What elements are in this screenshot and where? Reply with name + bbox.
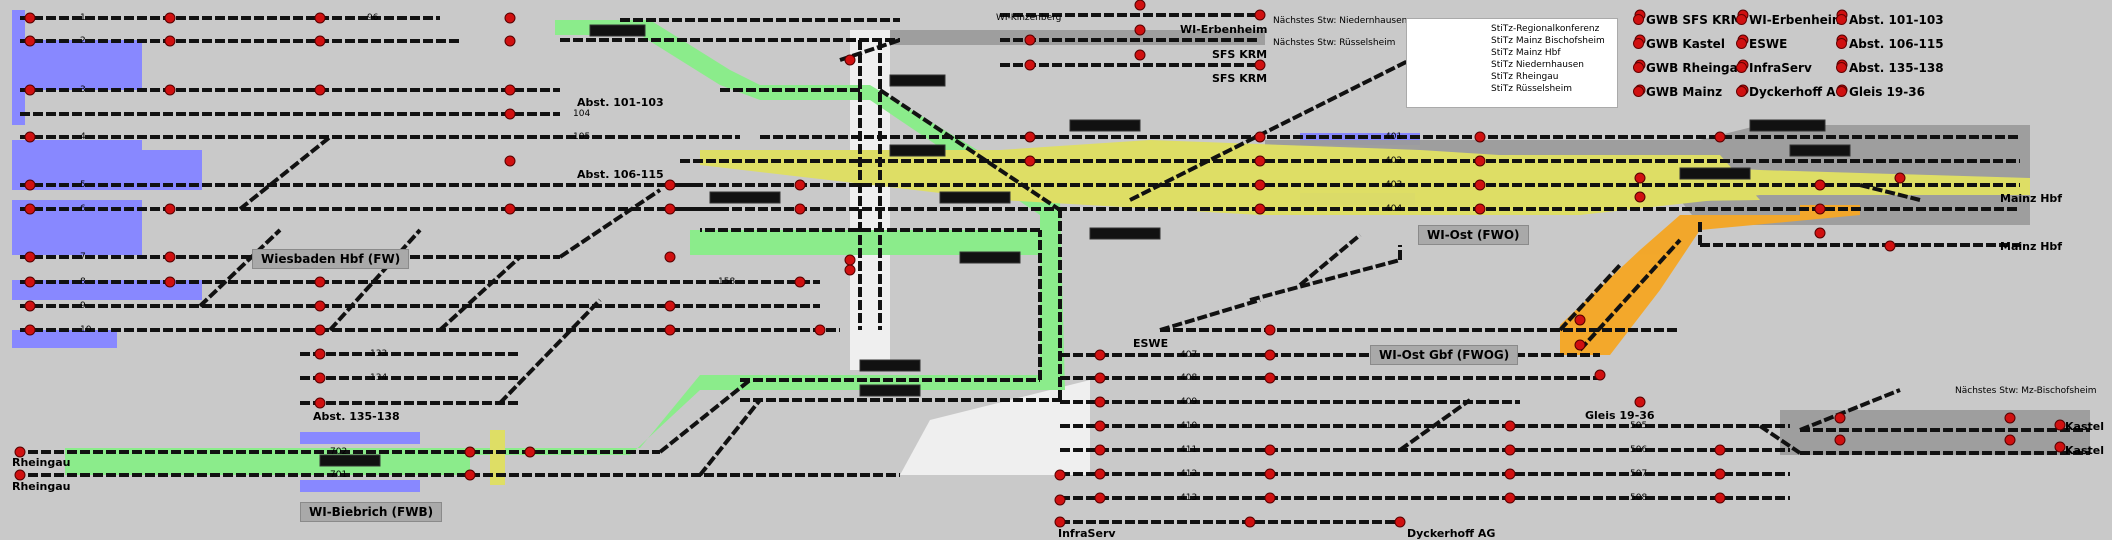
legend-item: StiTz Niedernhausen bbox=[1491, 60, 1584, 70]
gwb-kastel-button[interactable]: GWB Kastel bbox=[1646, 37, 1725, 51]
track-number: 410 bbox=[1180, 421, 1198, 431]
gwb-mainz-button[interactable]: GWB Mainz bbox=[1646, 85, 1723, 99]
track-number: 702 bbox=[330, 447, 348, 457]
gleis-19-36-button[interactable]: Gleis 19-36 bbox=[1849, 85, 1925, 99]
signal-icon bbox=[1736, 62, 1747, 73]
track-number: 411 bbox=[1180, 445, 1198, 455]
signal-icon bbox=[1633, 14, 1644, 25]
dyckerhoff-button[interactable]: Dyckerhoff AG bbox=[1749, 85, 1846, 99]
abst-106-115-button[interactable]: Abst. 106-115 bbox=[1849, 37, 1944, 51]
abst-135-138-label: Abst. 135-138 bbox=[313, 410, 400, 423]
infraserv-button[interactable]: InfraServ bbox=[1749, 61, 1812, 75]
kastel-label: Kastel bbox=[2065, 444, 2104, 457]
track-number: 10 bbox=[80, 325, 92, 335]
track-number: 3 bbox=[80, 85, 86, 95]
track-number: 409 bbox=[1180, 397, 1198, 407]
track-number: 506 bbox=[1630, 445, 1648, 455]
legend-item: StiTz Rüsselsheim bbox=[1491, 84, 1572, 94]
legend-panel: StiTz-Regionalkonferenz StiTz Mainz Bisc… bbox=[1406, 18, 1618, 108]
eswe-label: ESWE bbox=[1133, 337, 1169, 350]
sfs-krm-label: SFS KRM bbox=[1212, 72, 1268, 85]
signal-icon bbox=[1633, 86, 1644, 97]
abst-101-103-label: Abst. 101-103 bbox=[577, 96, 664, 109]
abst-135-138-button[interactable]: Abst. 135-138 bbox=[1849, 61, 1944, 75]
track-number: 402 bbox=[1385, 156, 1403, 166]
next-station-mz-bischofsheim: Nächstes Stw: Mz-Bischofsheim bbox=[1955, 386, 2097, 396]
track-number: 413 bbox=[1180, 493, 1198, 503]
track-number: 508 bbox=[1630, 493, 1648, 503]
track-number: 701 bbox=[330, 470, 348, 480]
signal-icon bbox=[1836, 38, 1847, 49]
track-lines bbox=[15, 13, 2090, 524]
track-number: 7 bbox=[80, 252, 86, 262]
legend-item: StiTz Mainz Hbf bbox=[1491, 48, 1561, 58]
dyckerhoff-label: Dyckerhoff AG bbox=[1407, 527, 1496, 540]
track-number: 6 bbox=[80, 204, 86, 214]
track-number: 4 bbox=[80, 132, 86, 142]
abst-101-103-button[interactable]: Abst. 101-103 bbox=[1849, 13, 1944, 27]
infraserv-label: InfraServ bbox=[1058, 527, 1116, 540]
station-wi-ost: WI-Ost (FWO) bbox=[1418, 225, 1529, 245]
track-number: 507 bbox=[1630, 469, 1648, 479]
track-number: 104 bbox=[573, 109, 591, 119]
wi-kinzenberg-label: WI-Kinzenberg bbox=[996, 13, 1062, 23]
gwb-sfs-krm-button[interactable]: GWB SFS KRM bbox=[1646, 13, 1743, 27]
abst-106-115-label: Abst. 106-115 bbox=[577, 168, 664, 181]
signal-icon bbox=[1736, 38, 1747, 49]
signal-icon bbox=[1736, 86, 1747, 97]
signal-icon bbox=[1836, 14, 1847, 25]
station-wi-biebrich: WI-Biebrich (FWB) bbox=[300, 502, 443, 522]
sfs-krm-label: SFS KRM bbox=[1212, 48, 1268, 61]
track-number: 408 bbox=[1180, 373, 1198, 383]
mainz-hbf-label: Mainz Hbf bbox=[2000, 192, 2063, 205]
track-number: 134 bbox=[370, 373, 388, 383]
legend-item: StiTz Rheingau bbox=[1491, 72, 1559, 82]
track-number: 158 bbox=[718, 277, 736, 287]
gleis-19-36-label: Gleis 19-36 bbox=[1585, 409, 1655, 422]
track-number: 412 bbox=[1180, 469, 1198, 479]
legend-item: StiTz-Regionalkonferenz bbox=[1491, 24, 1600, 34]
signal-icon bbox=[1836, 86, 1847, 97]
mainz-hbf-label: Mainz Hbf bbox=[2000, 240, 2063, 253]
track-number: 505 bbox=[1630, 421, 1648, 431]
track-number: 5 bbox=[80, 180, 86, 190]
track-number: 407 bbox=[1180, 350, 1198, 360]
track-number: 8 bbox=[80, 277, 86, 287]
track-number: 401 bbox=[1385, 132, 1403, 142]
signal-icon bbox=[1836, 62, 1847, 73]
wi-erbenheim-button[interactable]: WI-Erbenheim bbox=[1749, 13, 1845, 27]
signal-icon bbox=[1633, 62, 1644, 73]
track-number: 105 bbox=[573, 132, 591, 142]
wi-erbenheim-label: WI-Erbenheim bbox=[1180, 23, 1268, 36]
signal-icon bbox=[1633, 38, 1644, 49]
next-station-ruesselsheim: Nächstes Stw: Rüsselsheim bbox=[1273, 38, 1396, 48]
eswe-button[interactable]: ESWE bbox=[1749, 37, 1788, 51]
signal-icon bbox=[1736, 14, 1747, 25]
gwb-rheingau-button[interactable]: GWB Rheingau bbox=[1646, 61, 1747, 75]
station-wiesbaden-hbf: Wiesbaden Hbf (FW) bbox=[252, 249, 410, 269]
station-wi-ost-gbf: WI-Ost Gbf (FWOG) bbox=[1370, 345, 1519, 365]
track-number: 96 bbox=[367, 13, 379, 23]
track-number: 1 bbox=[80, 13, 86, 23]
rheingau-label: Rheingau bbox=[12, 480, 71, 493]
rheingau-label: Rheingau bbox=[12, 456, 71, 469]
legend-item: StiTz Mainz Bischofsheim bbox=[1491, 36, 1605, 46]
next-station-niedernhausen: Nächstes Stw: Niedernhausen bbox=[1273, 16, 1408, 26]
track-number: 133 bbox=[370, 349, 388, 359]
track-number: 9 bbox=[80, 301, 86, 311]
track-number: 403 bbox=[1385, 180, 1403, 190]
track-number: 2 bbox=[80, 36, 86, 46]
track-number: 404 bbox=[1385, 204, 1403, 214]
kastel-label: Kastel bbox=[2065, 420, 2104, 433]
